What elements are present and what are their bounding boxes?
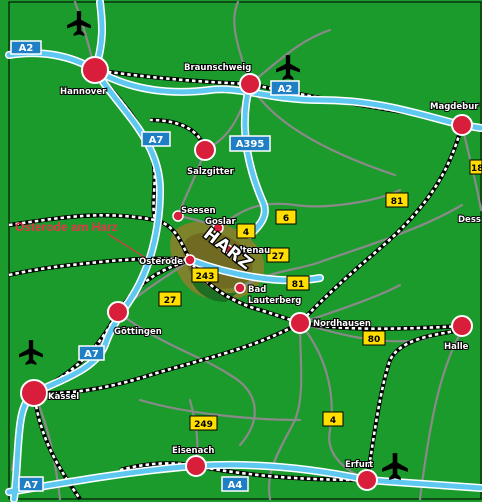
road-shield-4-south: 4	[322, 411, 344, 427]
svg-text:249: 249	[194, 420, 213, 430]
road-shield-80: 80	[362, 330, 386, 346]
autobahn-shield-a2-east: A2	[270, 80, 300, 96]
road-shield-243: 243	[191, 267, 219, 283]
road-shield-4-north: 4	[236, 223, 256, 239]
svg-text:27: 27	[272, 252, 285, 262]
road-shield-27-east: 27	[266, 247, 290, 263]
svg-text:243: 243	[196, 272, 215, 282]
road-segment	[138, 398, 302, 422]
city-marker-kassel: Kassel	[20, 379, 80, 407]
svg-text:18: 18	[471, 164, 482, 174]
autobahn-shield-a7-north: A7	[141, 131, 171, 147]
svg-text:Altenau: Altenau	[233, 246, 270, 256]
city-marker-braunschweig: Braunschweig	[183, 62, 261, 95]
highlight-label: Osterode am Harz	[15, 220, 118, 234]
svg-text:Osterode: Osterode	[139, 257, 183, 267]
svg-text:Halle: Halle	[444, 342, 469, 352]
road-segment	[418, 328, 464, 501]
svg-text:81: 81	[292, 280, 305, 290]
city-marker-hannover: Hannover	[59, 56, 109, 98]
svg-text:A7: A7	[24, 480, 39, 491]
svg-text:A395: A395	[236, 139, 265, 150]
city-marker-bad-lauterberg: Bad Lauterberg	[234, 282, 302, 307]
svg-text:Eisenach: Eisenach	[172, 446, 214, 456]
svg-text:Seesen: Seesen	[181, 206, 216, 216]
svg-text:81: 81	[391, 197, 404, 207]
partial-city-label: Dess	[458, 215, 481, 225]
svg-text:A7: A7	[84, 349, 99, 360]
svg-text:Braunschweig: Braunschweig	[184, 63, 251, 73]
city-marker-halle: Halle	[443, 315, 473, 353]
road-segment	[248, 28, 332, 86]
road-shield-81-south: 81	[286, 275, 310, 291]
autobahn-shield-a7-middle: A7	[78, 345, 105, 361]
city-marker-nordhausen: Nordhausen	[289, 312, 372, 334]
svg-text:A4: A4	[228, 480, 243, 491]
svg-text:27: 27	[164, 296, 177, 306]
city-marker-salzgitter: Salzgitter	[186, 139, 236, 178]
city-marker-seesen: Seesen	[172, 205, 217, 222]
road-shield-81-north: 81	[385, 192, 409, 208]
autobahn-shield-a2-west: A2	[10, 40, 42, 55]
autobahn-shield-a4: A4	[221, 476, 249, 492]
road-shield-6: 6	[275, 209, 297, 225]
road-shield-18: 18	[469, 159, 482, 175]
svg-text:Salzgitter: Salzgitter	[187, 167, 235, 177]
svg-text:A2: A2	[19, 43, 34, 54]
highlight-pointer-line	[107, 233, 153, 263]
road-segment	[116, 310, 256, 447]
city-marker-altenau: Altenau	[223, 244, 271, 257]
autobahn-shield-a7-south: A7	[18, 476, 44, 492]
autobahn-shield-a395: A395	[229, 135, 271, 152]
svg-text:A2: A2	[278, 84, 293, 95]
road-segment	[233, 0, 252, 86]
svg-text:Magdebur: Magdebur	[430, 102, 479, 112]
svg-text:Erfurt: Erfurt	[345, 460, 373, 470]
svg-text:Nordhausen: Nordhausen	[313, 319, 371, 329]
svg-text:6: 6	[283, 214, 289, 224]
city-marker-goettingen: Göttingen	[107, 301, 163, 338]
svg-text:Goslar: Goslar	[205, 217, 237, 227]
city-marker-osterode: Osterode	[138, 254, 196, 268]
map-frame	[8, 1, 482, 500]
svg-text:80: 80	[368, 335, 381, 345]
city-marker-eisenach: Eisenach	[171, 445, 215, 477]
svg-text:4: 4	[243, 228, 249, 238]
svg-text:Göttingen: Göttingen	[114, 327, 162, 337]
road-segment	[298, 283, 402, 325]
svg-text:4: 4	[330, 416, 336, 426]
svg-text:Kassel: Kassel	[48, 392, 79, 402]
road-segment	[238, 203, 464, 290]
city-marker-magdeburg: Magdebur	[429, 101, 480, 136]
svg-text:Hannover: Hannover	[60, 87, 107, 97]
road-shield-27-west: 27	[158, 291, 182, 307]
svg-text:Lauterberg: Lauterberg	[248, 296, 301, 306]
road-segment	[298, 321, 369, 482]
city-marker-erfurt: Erfurt	[344, 459, 378, 491]
svg-text:Bad: Bad	[248, 285, 266, 295]
svg-text:A7: A7	[149, 135, 164, 146]
city-marker-goslar: Goslar	[204, 216, 238, 234]
road-segment	[216, 188, 402, 230]
road-shield-249: 249	[189, 415, 218, 431]
